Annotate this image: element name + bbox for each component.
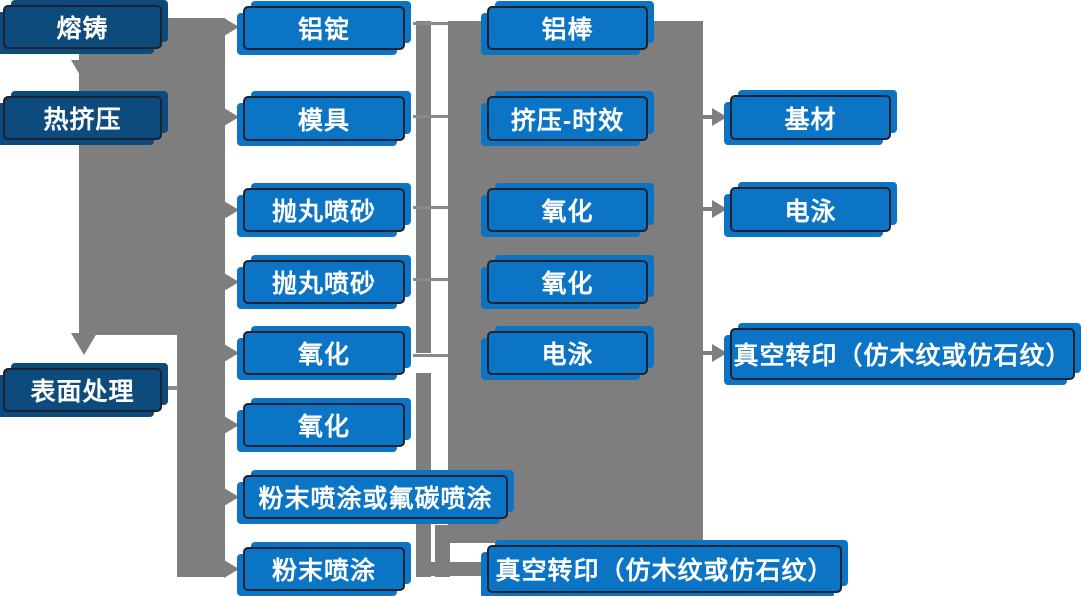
node-label: 粉末喷涂 [271, 557, 376, 585]
arrow-to-oxidation-1 [224, 344, 239, 362]
node-oxidation-c3-1: 氧化 [487, 188, 648, 232]
node-label: 电泳 [784, 197, 837, 226]
node-aluminum-ingot: 铝锭 [243, 6, 405, 50]
node-label: 抛丸喷砂 [271, 198, 376, 226]
node-label: 表面处理 [30, 378, 135, 406]
arrow-stem-vacuum-transfer [703, 351, 713, 355]
arrow-to-powder-fluorocarbon [224, 488, 239, 506]
node-mold: 模具 [243, 96, 405, 141]
node-label: 铝棒 [541, 16, 594, 44]
node-oxidation-c3-2: 氧化 [487, 260, 648, 304]
connector-tick-oxidation-2 [413, 278, 448, 281]
node-powder-or-fluorocarbon-coating: 粉末喷涂或氟碳喷涂 [243, 475, 508, 519]
node-label: 抛丸喷砂 [271, 270, 376, 298]
connector-tick-aluminum-rod [413, 22, 448, 25]
node-label: 基材 [784, 105, 837, 134]
node-label: 氧化 [541, 270, 594, 298]
arrow-to-shot-blasting-2 [224, 273, 239, 291]
node-surface-treatment: 表面处理 [3, 368, 162, 412]
connector-surface-treatment-link [162, 386, 178, 390]
node-label: 真空转印（仿木纹或仿石纹） [495, 557, 834, 585]
node-oxidation-c2-2: 氧化 [243, 403, 405, 447]
connector-left-vertical-bar [177, 335, 225, 577]
arrow-down-to-hot-extrusion [71, 60, 97, 82]
node-label: 铝锭 [297, 16, 350, 44]
node-label: 真空转印（仿木纹或仿石纹） [733, 342, 1072, 370]
node-shot-blasting-1: 抛丸喷砂 [243, 188, 405, 232]
arrow-to-mold [224, 108, 239, 126]
node-base-material: 基材 [730, 95, 891, 140]
node-extrusion-aging: 挤压-时效 [487, 96, 648, 141]
arrow-to-electrophoresis [712, 200, 727, 218]
arrow-to-aluminum-ingot [224, 18, 239, 36]
arrow-to-powder-coating [224, 560, 239, 578]
connector-tick-extrusion-aging [413, 115, 448, 118]
node-label: 氧化 [297, 341, 350, 369]
connector-left-band [79, 18, 225, 335]
connector-tick-oxidation-1 [413, 206, 448, 209]
connector-mid-bar-upper [416, 21, 431, 353]
node-hot-extrusion: 热挤压 [3, 96, 162, 140]
connector-bottom-elbow [416, 562, 487, 576]
node-label: 氧化 [297, 413, 350, 441]
arrow-to-oxidation-2 [224, 416, 239, 434]
node-vacuum-transfer-right: 真空转印（仿木纹或仿石纹） [730, 328, 1075, 380]
connector-tick-electrophoresis [413, 354, 448, 357]
node-electrophoresis-c3: 电泳 [487, 331, 648, 375]
node-label: 熔铸 [56, 15, 109, 43]
node-aluminum-rod: 铝棒 [487, 6, 648, 50]
arrow-to-shot-blasting-1 [224, 201, 239, 219]
node-label: 模具 [297, 106, 350, 135]
node-label: 电泳 [541, 341, 594, 369]
node-shot-blasting-2: 抛丸喷砂 [243, 260, 405, 304]
node-electrophoresis-c4: 电泳 [730, 187, 891, 232]
arrow-stem-base-material [703, 115, 713, 119]
node-label: 挤压-时效 [510, 106, 625, 135]
node-melting-casting: 熔铸 [3, 5, 162, 49]
arrow-to-vacuum-transfer [712, 344, 727, 362]
node-powder-coating: 粉末喷涂 [243, 547, 405, 591]
arrow-stem-electrophoresis [703, 207, 713, 211]
arrow-to-base-material [712, 108, 727, 126]
node-label: 氧化 [541, 198, 594, 226]
node-vacuum-transfer-bottom: 真空转印（仿木纹或仿石纹） [487, 545, 842, 593]
node-label: 热挤压 [43, 106, 122, 134]
node-oxidation-c2-1: 氧化 [243, 331, 405, 375]
arrow-down-to-surface-treatment [71, 333, 97, 355]
node-label: 粉末喷涂或氟碳喷涂 [258, 485, 493, 513]
